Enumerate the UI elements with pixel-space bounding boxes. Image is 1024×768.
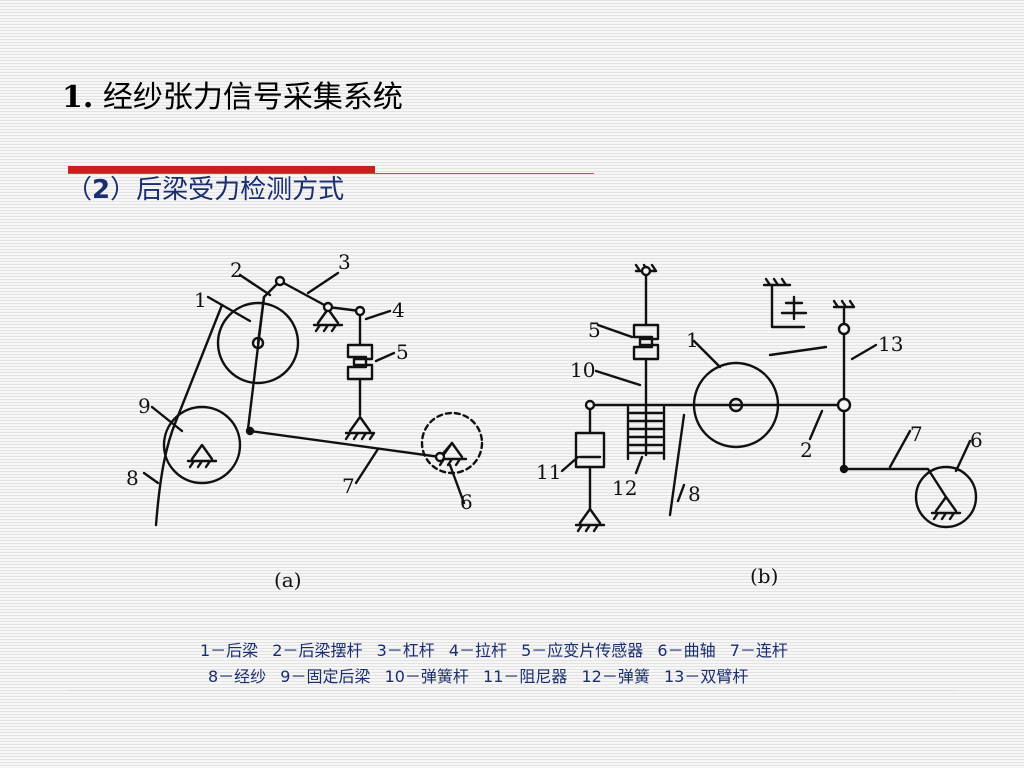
ground-support-a4 xyxy=(436,441,468,467)
ground-support-a2 xyxy=(312,307,344,333)
leader-2-a xyxy=(238,273,272,297)
leader-7-b xyxy=(888,429,912,469)
parts-legend: 1－后梁 2－后梁摆杆 3－杠杆 4－拉杆 5－应变片传感器 6－曲轴 7－连杆… xyxy=(200,638,940,690)
title-text: 经纱张力信号采集系统 xyxy=(102,80,403,115)
leader-6-a xyxy=(448,463,466,505)
fixed-back-beam-a xyxy=(162,405,242,485)
leader-9-a xyxy=(150,405,184,433)
connecting-rod-a xyxy=(248,429,442,459)
subtitle-close-paren: ） xyxy=(110,175,137,205)
warp-yarn-a xyxy=(154,303,224,527)
ground-support-b4 xyxy=(574,507,606,533)
ground-support-a3 xyxy=(186,443,218,469)
leader-3-a xyxy=(306,271,340,295)
legend-item: 6－曲轴 xyxy=(657,641,716,660)
part-label-b-1: 1 xyxy=(686,328,699,352)
subtitle-text: 后梁受力检测方式 xyxy=(136,175,345,205)
legend-item: 8－经纱 xyxy=(208,667,267,686)
ground-support-a1 xyxy=(344,415,376,441)
legend-item: 1－后梁 xyxy=(200,641,259,660)
back-beam-a xyxy=(216,301,300,385)
subtitle-number: 2 xyxy=(92,175,111,205)
slide-title: 1. 经纱张力信号采集系统 xyxy=(62,76,403,120)
part-label-a-7: 7 xyxy=(342,474,355,498)
leader-5-b xyxy=(596,323,634,339)
diagram-b xyxy=(560,263,978,533)
leader-11-b xyxy=(560,455,580,473)
leader-7-a xyxy=(354,447,380,485)
part-label-b-5: 5 xyxy=(588,318,601,342)
legend-item: 3－杠杆 xyxy=(376,641,435,660)
part-label-b-7: 7 xyxy=(910,422,923,446)
leader-5-a xyxy=(374,351,396,363)
legend-item: 13－双臂杆 xyxy=(663,667,749,686)
part-label-b-2: 2 xyxy=(800,438,813,462)
bracket-b xyxy=(770,283,806,329)
part-label-b-13: 13 xyxy=(878,332,903,356)
part-label-a-5: 5 xyxy=(396,340,409,364)
swing-arm-a xyxy=(246,279,330,431)
leader-8-b xyxy=(676,483,686,503)
connecting-rod-b xyxy=(842,403,948,499)
strain-sensor-b xyxy=(632,323,660,361)
bottom-divider xyxy=(68,690,958,691)
slide-subtitle: （2）后梁受力检测方式 xyxy=(66,170,344,210)
title-number: 1. xyxy=(62,80,94,115)
leader-13-b xyxy=(850,343,878,361)
spring-housing-b xyxy=(626,405,666,461)
part-label-b-8: 8 xyxy=(688,482,701,506)
subtitle-open-paren: （ xyxy=(66,175,93,205)
part-label-b-12: 12 xyxy=(612,476,637,500)
title-underline-accent xyxy=(68,166,375,173)
legend-item: 4－拉杆 xyxy=(448,641,508,660)
legend-item: 10－弹簧杆 xyxy=(384,667,469,686)
legend-item: 12－弹簧 xyxy=(581,667,650,686)
part-label-a-4: 4 xyxy=(392,298,405,322)
swing-link-a xyxy=(256,295,266,345)
leader-8-a xyxy=(142,471,160,485)
caption-b: (b) xyxy=(750,564,778,588)
spring-b xyxy=(628,411,664,455)
legend-item: 5－应变片传感器 xyxy=(521,641,644,660)
part-label-a-9: 9 xyxy=(138,394,151,418)
mechanism-diagram: 1 2 3 4 5 6 7 8 9 1 2 5 6 7 8 10 11 12 1… xyxy=(110,245,1010,605)
warp-yarn-b xyxy=(668,413,686,517)
leader-6-b xyxy=(954,439,972,473)
leader-4-a xyxy=(364,309,392,321)
strain-sensor-a xyxy=(346,343,374,381)
damper-b xyxy=(574,431,606,469)
legend-item: 9－固定后梁 xyxy=(280,667,371,686)
legend-item: 2－后梁摆杆 xyxy=(272,641,363,660)
caption-a: (a) xyxy=(274,568,302,592)
ground-support-b5 xyxy=(930,495,962,521)
leader-1-a xyxy=(206,295,252,323)
part-label-a-3: 3 xyxy=(338,250,351,274)
leader-10-b xyxy=(594,369,642,387)
part-label-b-6: 6 xyxy=(970,428,983,452)
diagram-a xyxy=(142,271,484,527)
part-label-a-1: 1 xyxy=(194,288,207,312)
leader-1-b xyxy=(692,339,722,369)
leader-2-b xyxy=(808,409,824,441)
stop-b xyxy=(780,295,808,321)
ground-support-b3 xyxy=(832,299,856,327)
mechanism-diagram-svg: 1 2 3 4 5 6 7 8 9 1 2 5 6 7 8 10 11 12 1… xyxy=(126,250,983,592)
crank-circle-b xyxy=(914,465,978,529)
part-label-b-11: 11 xyxy=(536,460,561,484)
warp-yarn-b-top xyxy=(768,345,828,357)
part-label-b-10: 10 xyxy=(570,358,595,382)
ground-support-b2 xyxy=(762,277,792,287)
legend-item: 7－连杆 xyxy=(729,641,788,660)
lever-a xyxy=(326,305,362,313)
legend-line-2: 8－经纱 9－固定后梁 10－弹簧杆 11－阻尼器 12－弹簧 13－双臂杆 xyxy=(200,664,940,690)
title-underline xyxy=(68,173,594,174)
part-label-a-2: 2 xyxy=(230,258,243,282)
leader-12-b xyxy=(634,455,644,475)
part-label-a-8: 8 xyxy=(126,466,139,490)
legend-line-1: 1－后梁 2－后梁摆杆 3－杠杆 4－拉杆 5－应变片传感器 6－曲轴 7－连杆 xyxy=(200,638,940,664)
part-label-a-6: 6 xyxy=(460,490,473,514)
legend-item: 11－阻尼器 xyxy=(483,667,568,686)
